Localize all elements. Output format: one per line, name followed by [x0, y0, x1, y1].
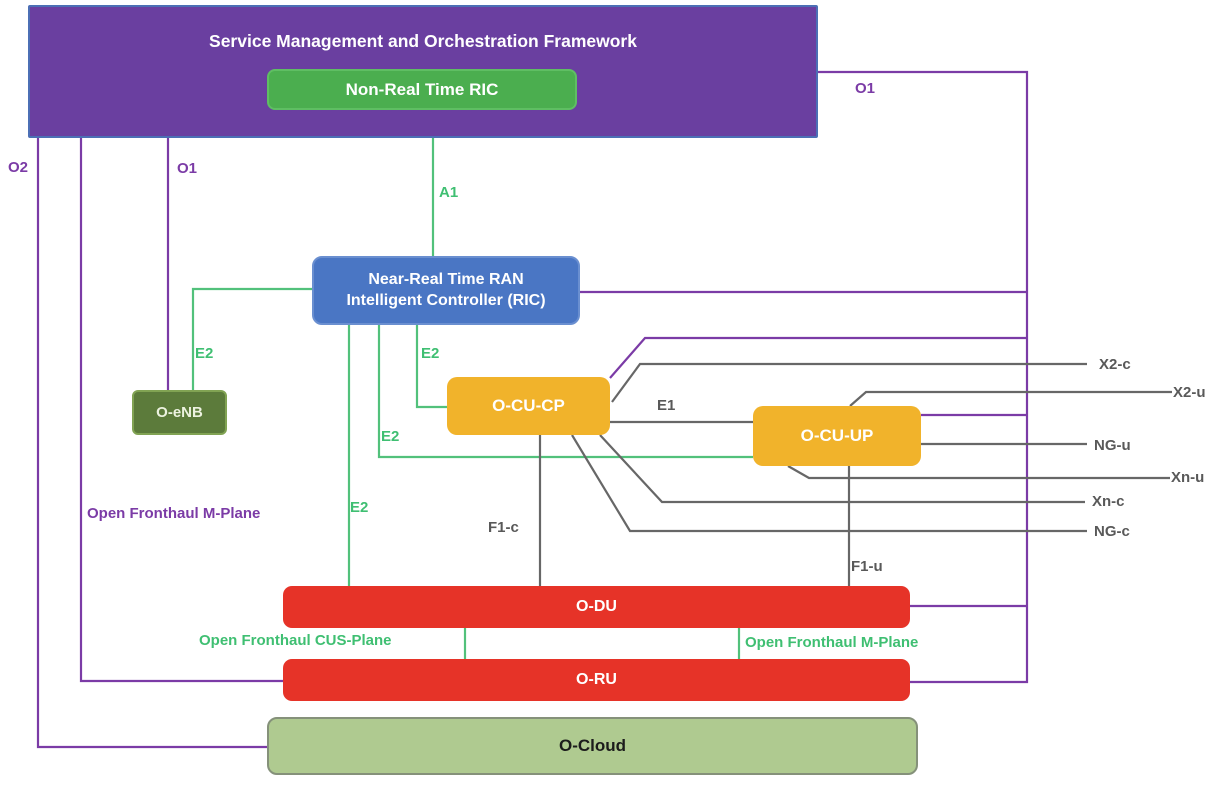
- label-o2: O2: [8, 159, 29, 176]
- label-e1: E1: [657, 397, 676, 414]
- label-ofh-mplane-green: Open Fronthaul M-Plane: [745, 634, 919, 651]
- label-f1u: F1-u: [851, 558, 883, 575]
- edge-xnc: [599, 434, 1085, 504]
- node-o-enb: O-eNB: [132, 390, 227, 435]
- label-e2-oenb: E2: [195, 345, 214, 362]
- near-rt-ric-line1: Near-Real Time RAN: [368, 270, 524, 288]
- label-e2-ocucp: E2: [421, 345, 440, 362]
- node-o-cu-cp: O-CU-CP: [447, 377, 610, 435]
- edge-xnu: [787, 465, 1170, 480]
- edge-o1-smo-right-trunk: [818, 70, 1029, 684]
- label-ngc: NG-c: [1094, 523, 1130, 540]
- label-e2-odu: E2: [350, 499, 369, 516]
- edge-e2-ocucp: [415, 325, 447, 409]
- label-ofh-cus-plane: Open Fronthaul CUS-Plane: [199, 632, 392, 649]
- label-ofh-mplane-purple: Open Fronthaul M-Plane: [87, 505, 261, 522]
- node-o-cloud: O-Cloud: [267, 717, 918, 775]
- label-a1: A1: [439, 184, 459, 201]
- label-f1c: F1-c: [488, 519, 519, 536]
- label-e2-ocuup: E2: [381, 428, 400, 445]
- label-ngu: NG-u: [1094, 437, 1131, 454]
- node-o-du: O-DU: [283, 586, 910, 628]
- edge-e2-ocuup: [377, 325, 753, 459]
- node-o-cu-up: O-CU-UP: [753, 406, 921, 466]
- node-o-ru: O-RU: [283, 659, 910, 701]
- edge-o2-smo-ocloud: [36, 138, 267, 749]
- label-xnc: Xn-c: [1092, 493, 1125, 510]
- label-xnu: Xn-u: [1171, 469, 1205, 486]
- edge-ngc: [571, 434, 1087, 533]
- label-x2u: X2-u: [1173, 384, 1206, 401]
- edge-o1-ocucp-branch: [609, 336, 1027, 379]
- edge-ofh-mplane-smo-oru: [79, 138, 283, 683]
- node-non-real-time-ric: Non-Real Time RIC: [267, 69, 577, 110]
- edge-x2u: [849, 390, 1172, 407]
- edge-e2-oenb: [191, 287, 312, 390]
- node-near-real-time-ric: Near-Real Time RAN Intelligent Controlle…: [312, 256, 580, 325]
- edge-x2c: [611, 362, 1087, 403]
- label-o1-right: O1: [855, 80, 876, 97]
- label-x2c: X2-c: [1099, 356, 1131, 373]
- label-o1-left: O1: [177, 160, 198, 177]
- near-rt-ric-line2: Intelligent Controller (RIC): [346, 291, 546, 309]
